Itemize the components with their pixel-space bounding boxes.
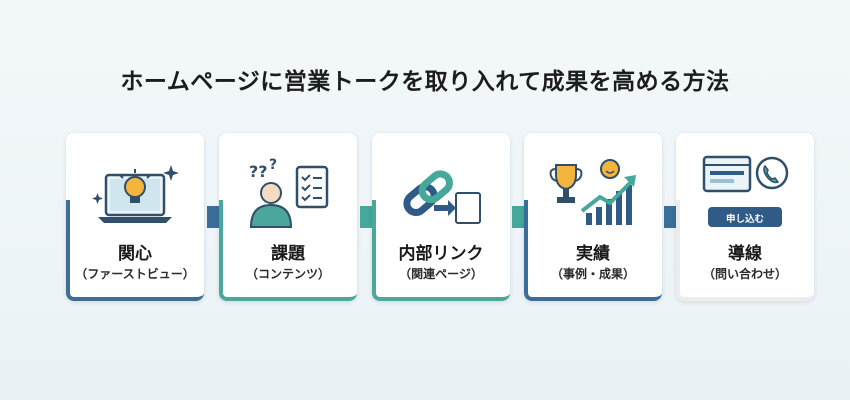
browser-phone-icon: [702, 155, 789, 227]
page-title: ホームページに営業トークを取り入れて成果を高める方法: [120, 69, 730, 95]
trophy-growth-chart-icon: [549, 159, 636, 225]
step-label: 実績: [576, 244, 610, 264]
step-sub: （関連ページ）: [399, 267, 483, 281]
step-card-problem: ?? ? 課題 （コンテンツ）: [219, 133, 357, 301]
step-card-internal-link: 内部リンク （関連ページ）: [372, 133, 510, 301]
step-label: 課題: [271, 244, 305, 264]
apply-button-label: 申し込む: [725, 214, 764, 225]
step-label: 内部リンク: [398, 244, 484, 264]
svg-text:??: ??: [249, 162, 268, 181]
step-card-conversion: 申し込む 導線 （問い合わせ）: [676, 133, 814, 301]
step-sub: （問い合わせ）: [702, 267, 787, 281]
step-card-results: 実績 （事例・成果）: [524, 133, 662, 301]
step-sub: （コンテンツ）: [245, 267, 330, 281]
step-sub: （ファーストビュー）: [75, 267, 195, 281]
step-label: 関心: [118, 244, 152, 264]
step-label: 導線: [728, 244, 762, 264]
thinking-person-checklist-icon: ?? ?: [249, 157, 329, 228]
chain-link-document-icon: [403, 170, 481, 224]
laptop-lightbulb-icon: [92, 165, 179, 223]
step-sub: （事例・成果）: [550, 267, 635, 281]
step-card-interest: 関心 （ファーストビュー）: [66, 133, 204, 301]
svg-text:?: ?: [269, 157, 277, 173]
